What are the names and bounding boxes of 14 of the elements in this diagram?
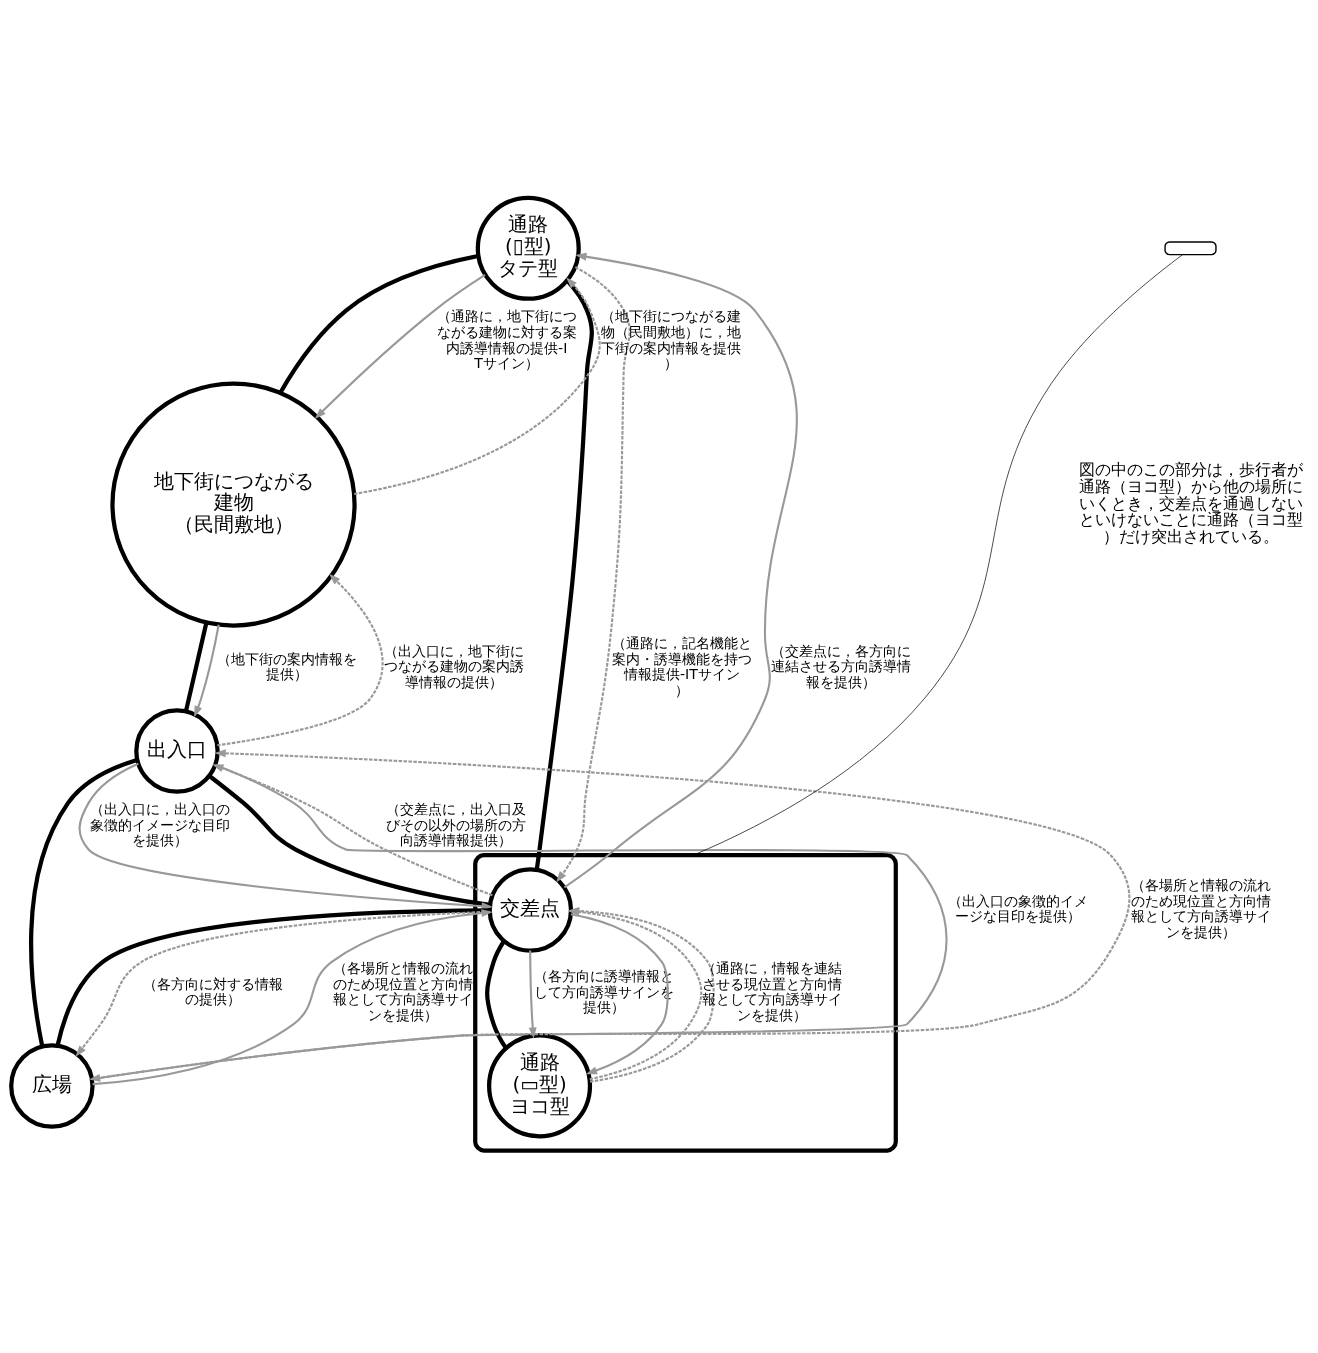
edge-label: （通路に，記名機能と案内・誘導機能を持つ情報提供-ITサイン） bbox=[611, 634, 752, 698]
edge-label: （各場所と情報の流れのため現位置と方向情報として方向誘導サインを提供） bbox=[333, 959, 474, 1023]
edge-label: （通路に，情報を連結させる現位置と方向情報として方向誘導サインを提供） bbox=[702, 959, 843, 1023]
edge-label: （交差点に，出入口及びその以外の場所の方向誘導情報提供） bbox=[386, 800, 527, 848]
edge-label: （出入口の象徴的イメージな目印を提供） bbox=[947, 892, 1088, 924]
label: 図の中のこの部分は，歩行者が通路（ヨコ型）から他の場所にいくとき，交差点を通過しないといけないことに通路（ヨコ型）だけ突出されている。 bbox=[1078, 460, 1303, 546]
edge-label: （各方向に対する情報の提供） bbox=[143, 975, 284, 1007]
edge-label: （各場所と情報の流れのため現位置と方向情報として方向誘導サインを提供） bbox=[1130, 876, 1271, 940]
edge-label: （地下街につながる建物（民間敷地）に，地下街の案内情報を提供） bbox=[601, 307, 742, 371]
edge-label: （交差点に，各方向に連結させる方向誘導情報を提供） bbox=[771, 642, 911, 690]
edge-label: （地下街の案内情報を提供） bbox=[216, 650, 357, 682]
edge-label: （出入口に，地下街につながる建物の案内誘導情報の提供） bbox=[383, 642, 524, 690]
edge-label: （通路に，地下街につながる建物に対する案内誘導情報の提供-ITサイン） bbox=[436, 307, 577, 371]
edge-label: （出入口に，出入口の象徴的イメージな目印を提供） bbox=[90, 800, 231, 848]
